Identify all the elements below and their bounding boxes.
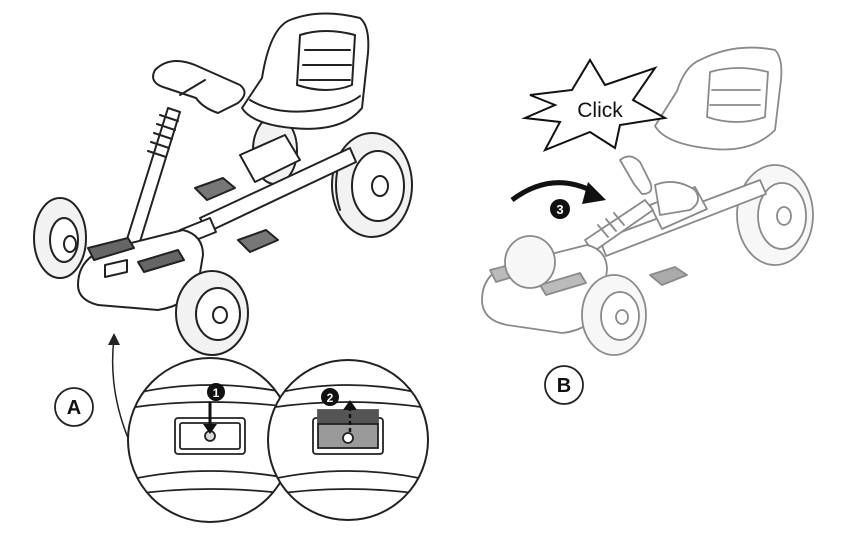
click-burst: Click	[521, 58, 669, 152]
panel-a-label-badge: A	[54, 387, 94, 427]
seat	[241, 12, 370, 130]
front-body	[77, 229, 204, 311]
steering-wheel	[152, 60, 246, 114]
panel-b-label-badge: B	[544, 365, 584, 405]
rotation-arrow	[510, 180, 606, 204]
seat-b	[654, 46, 783, 151]
wheel-rear-right	[331, 132, 413, 238]
step-3-badge: 3	[550, 199, 570, 219]
wheel-front-right	[175, 270, 249, 356]
panel-a-label: A	[67, 397, 81, 419]
go-kart-illustration-left	[33, 12, 413, 356]
pedal-left	[194, 177, 236, 201]
step-2-number: 2	[327, 391, 334, 405]
wheel-front-left	[33, 197, 87, 279]
step-1-number: 1	[213, 386, 220, 400]
inset-step-2: 2	[267, 359, 429, 521]
release-button-popped	[342, 432, 354, 444]
pedal-b	[649, 266, 688, 286]
step-2-badge: 2	[321, 388, 339, 406]
wheel-front-left-b	[504, 235, 556, 289]
steering-column-folded	[584, 155, 699, 253]
click-text: Click	[577, 99, 623, 122]
panel-b-label: B	[557, 375, 571, 397]
go-kart-illustration-right	[481, 46, 814, 356]
pointer-arrow	[108, 333, 129, 439]
step-3-number: 3	[556, 202, 563, 217]
step-1-badge: 1	[207, 383, 225, 401]
wheel-front-right-b	[581, 274, 647, 356]
pedal-right	[237, 229, 279, 253]
wheel-rear-right-b	[736, 164, 814, 266]
